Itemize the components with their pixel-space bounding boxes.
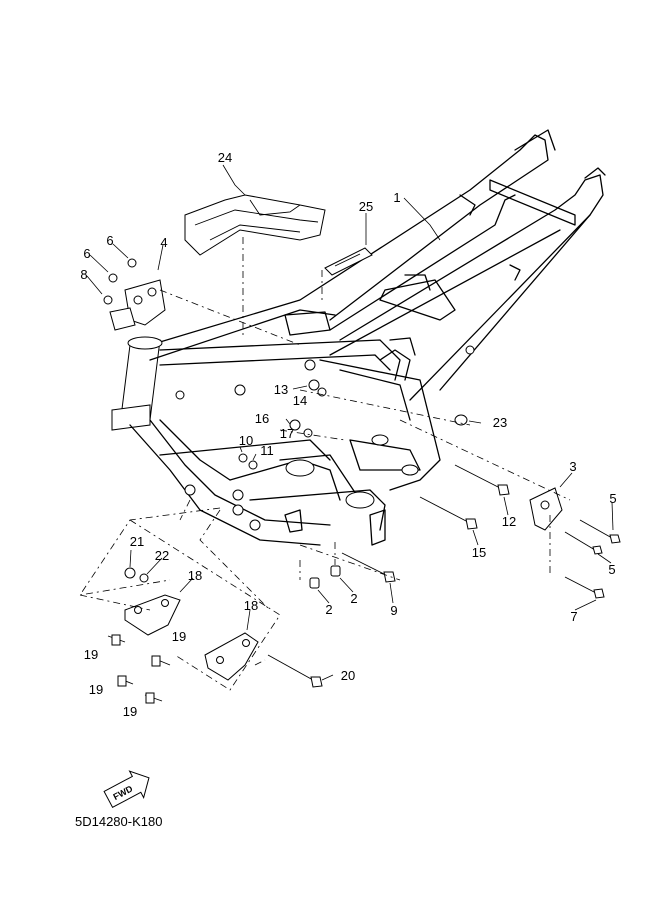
callout-6b: 6 <box>83 246 90 261</box>
fwd-arrow-icon: FWD <box>103 770 150 809</box>
washer-22 <box>139 573 149 583</box>
bracket-18b <box>204 632 259 681</box>
callout-14: 14 <box>293 393 307 408</box>
callout-10: 10 <box>239 433 253 448</box>
collar-2a <box>309 577 320 589</box>
callout-9: 9 <box>390 603 397 618</box>
callout-20: 20 <box>341 668 355 683</box>
callout-25: 25 <box>359 199 373 214</box>
callout-6a: 6 <box>106 233 113 248</box>
callout-16: 16 <box>255 411 269 426</box>
diagram-code: 5D14280-K180 <box>75 814 162 829</box>
nut-16 <box>289 419 301 431</box>
washer-11 <box>248 460 258 470</box>
bolt-19c <box>117 675 134 687</box>
bolt-9 <box>341 552 396 583</box>
callout-21: 21 <box>130 534 144 549</box>
cover-plate-24 <box>184 194 326 256</box>
bolt-12 <box>454 464 510 496</box>
bracket-25 <box>324 247 373 276</box>
collar-2b <box>330 565 341 577</box>
callout-19a: 19 <box>84 647 98 662</box>
bracket-18a <box>124 594 181 636</box>
callout-2a: 2 <box>325 602 332 617</box>
callout-3: 3 <box>569 459 576 474</box>
callout-19d: 19 <box>123 704 137 719</box>
callout-19c: 19 <box>89 682 103 697</box>
grommet-23 <box>454 414 468 426</box>
callout-labels: 1 2 2 3 4 5 5 6 6 7 8 9 10 11 12 13 14 1… <box>80 150 616 719</box>
callout-17: 17 <box>280 426 294 441</box>
callout-19b: 19 <box>172 629 186 644</box>
bolt-20 <box>267 654 323 688</box>
callout-12: 12 <box>502 514 516 529</box>
leader-lines <box>86 164 614 681</box>
mount-bracket-4 <box>109 279 166 331</box>
callout-7: 7 <box>570 609 577 624</box>
washer-17 <box>303 428 313 438</box>
callout-11: 11 <box>260 443 274 458</box>
callout-8: 8 <box>80 267 87 282</box>
nut-6b <box>108 273 118 283</box>
bracket-3 <box>529 487 563 531</box>
bolt-19a <box>107 634 126 646</box>
nut-8 <box>103 295 113 305</box>
nut-6a <box>127 258 137 268</box>
callout-15: 15 <box>472 545 486 560</box>
bolt-5b <box>564 531 603 555</box>
callout-23: 23 <box>493 415 507 430</box>
callout-24: 24 <box>218 150 232 165</box>
callout-5b: 5 <box>608 562 615 577</box>
bolt-5a <box>579 519 621 544</box>
nut-21 <box>124 567 136 579</box>
nut-10 <box>238 453 248 463</box>
callout-22: 22 <box>155 548 169 563</box>
bolt-15 <box>419 496 478 530</box>
callout-1: 1 <box>393 190 400 205</box>
callout-18b: 18 <box>244 598 258 613</box>
bolt-19b <box>151 655 171 667</box>
callout-13: 13 <box>274 382 288 397</box>
callout-18a: 18 <box>188 568 202 583</box>
callout-2b: 2 <box>350 591 357 606</box>
bolt-7 <box>564 576 605 599</box>
callout-5a: 5 <box>609 491 616 506</box>
main-frame-1 <box>111 129 606 546</box>
callout-4: 4 <box>160 235 167 250</box>
alignment-lines <box>79 237 571 691</box>
bolt-19d <box>144 692 163 704</box>
nut-13 <box>308 379 320 391</box>
